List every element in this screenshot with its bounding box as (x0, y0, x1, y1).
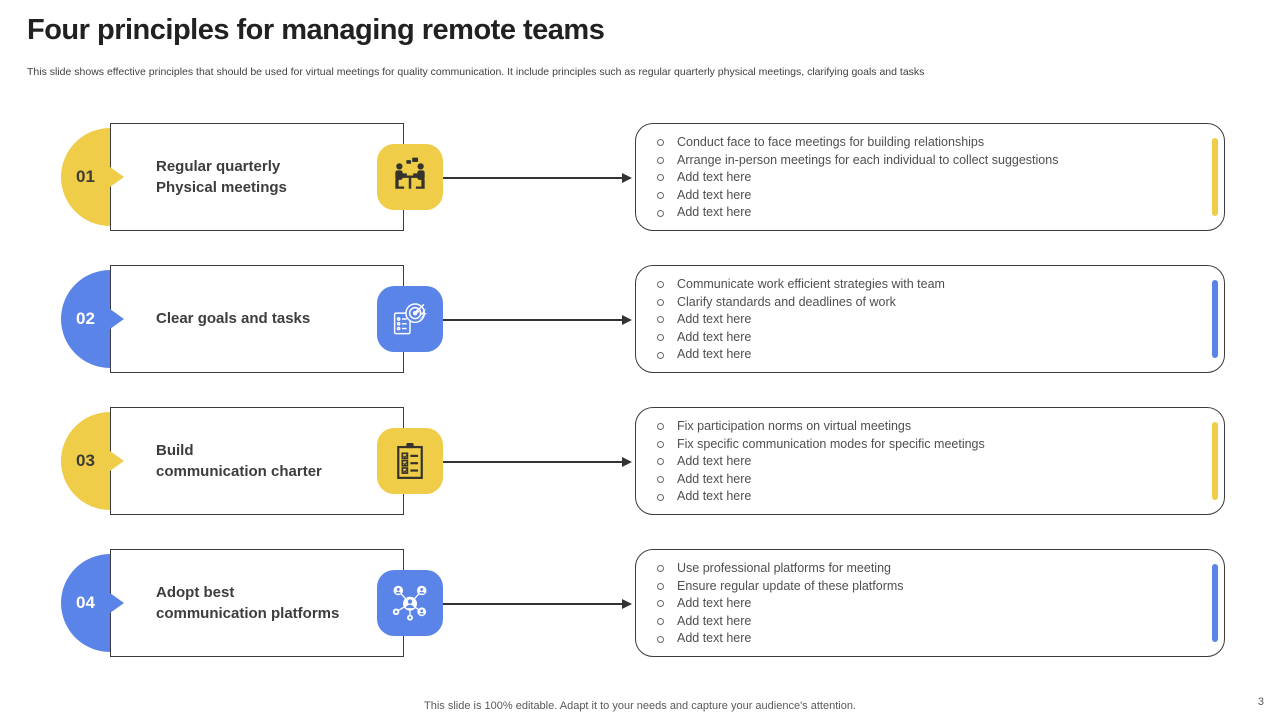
circle-bullet-icon (657, 298, 664, 306)
bullet-item: Add text here (657, 453, 1194, 471)
circle-bullet-icon (657, 635, 664, 643)
bullet-item: Use professional platforms for meeting (657, 560, 1194, 578)
arrow-head-icon (622, 457, 632, 467)
circle-bullet-icon (657, 139, 664, 147)
number-badge-1: 01 (61, 128, 124, 226)
bullet-item: Fix specific communication modes for spe… (657, 436, 1194, 454)
clipboard-checklist-icon (397, 443, 423, 479)
number-badge-3: 03 (61, 412, 124, 510)
network-platforms-icon (392, 585, 427, 621)
bullet-item: Conduct face to face meetings for buildi… (657, 134, 1194, 152)
circle-bullet-icon (657, 476, 664, 484)
accent-bar (1212, 280, 1218, 358)
circle-bullet-icon (657, 316, 664, 324)
title-box-3: Build communication charter (110, 407, 404, 515)
number-label: 02 (76, 309, 95, 328)
bullet-item: Add text here (657, 613, 1194, 631)
icon-box-3 (377, 428, 443, 494)
page-subtitle: This slide shows effective principles th… (27, 66, 925, 78)
circle-bullet-icon (657, 493, 664, 501)
number-label: 04 (76, 593, 95, 612)
bullet-list-box-2: Communicate work efficient strategies wi… (635, 265, 1225, 373)
bullet-list: Conduct face to face meetings for buildi… (636, 124, 1224, 222)
accent-bar (1212, 564, 1218, 642)
icon-box-2 (377, 286, 443, 352)
bullet-list: Communicate work efficient strategies wi… (636, 266, 1224, 364)
footer-note: This slide is 100% editable. Adapt it to… (424, 700, 856, 712)
circle-bullet-icon (657, 334, 664, 342)
bullet-item: Communicate work efficient strategies wi… (657, 276, 1194, 294)
circle-bullet-icon (657, 423, 664, 431)
circle-bullet-icon (657, 600, 664, 608)
bullet-item: Add text here (657, 169, 1194, 187)
bullet-item: Add text here (657, 488, 1194, 506)
title-box-2: Clear goals and tasks (110, 265, 404, 373)
circle-bullet-icon (657, 618, 664, 626)
circle-bullet-icon (657, 281, 664, 289)
number-badge-2: 02 (61, 270, 124, 368)
bullet-list-box-1: Conduct face to face meetings for buildi… (635, 123, 1225, 231)
page-number: 3 (1257, 696, 1264, 708)
bullet-list-box-4: Use professional platforms for meeting E… (635, 549, 1225, 657)
principle-row-2: Clear goals and tasks 02 (0, 265, 1280, 373)
bullet-list-box-3: Fix participation norms on virtual meeti… (635, 407, 1225, 515)
principle-row-3: Build communication charter 03 (0, 407, 1280, 515)
circle-bullet-icon (657, 192, 664, 200)
principle-title: Regular quarterly Physical meetings (156, 157, 287, 197)
arrow-head-icon (622, 599, 632, 609)
connector-arrow (443, 457, 632, 467)
number-label: 03 (76, 451, 95, 470)
bullet-item: Ensure regular update of these platforms (657, 578, 1194, 596)
bullet-item: Arrange in-person meetings for each indi… (657, 152, 1194, 170)
meeting-icon (395, 157, 425, 189)
principle-title: Adopt best communication platforms (156, 583, 340, 623)
number-label: 01 (76, 167, 95, 186)
circle-bullet-icon (657, 582, 664, 590)
connector-arrow (443, 599, 632, 609)
circle-bullet-icon (657, 351, 664, 359)
page-title: Four principles for managing remote team… (27, 14, 605, 46)
icon-box-1 (377, 144, 443, 210)
principle-row-4: Adopt best communication platforms 04 (0, 549, 1280, 657)
title-box-1: Regular quarterly Physical meetings (110, 123, 404, 231)
bullet-item: Add text here (657, 311, 1194, 329)
connector-arrow (443, 173, 632, 183)
title-box-4: Adopt best communication platforms (110, 549, 404, 657)
circle-bullet-icon (657, 440, 664, 448)
circle-bullet-icon (657, 174, 664, 182)
bullet-item: Clarify standards and deadlines of work (657, 294, 1194, 312)
bullet-item: Add text here (657, 630, 1194, 648)
bullet-item: Add text here (657, 346, 1194, 364)
circle-bullet-icon (657, 209, 664, 217)
bullet-item: Add text here (657, 204, 1194, 222)
principle-row-1: Regular quarterly Physical meetings 01 (0, 123, 1280, 231)
arrow-head-icon (622, 173, 632, 183)
bullet-item: Add text here (657, 329, 1194, 347)
bullet-item: Add text here (657, 187, 1194, 205)
bullet-list: Fix participation norms on virtual meeti… (636, 408, 1224, 506)
number-badge-4: 04 (61, 554, 124, 652)
accent-bar (1212, 422, 1218, 500)
icon-box-4 (377, 570, 443, 636)
arrow-head-icon (622, 315, 632, 325)
connector-arrow (443, 315, 632, 325)
principle-title: Build communication charter (156, 441, 322, 481)
bullet-item: Add text here (657, 595, 1194, 613)
bullet-list: Use professional platforms for meeting E… (636, 550, 1224, 648)
accent-bar (1212, 138, 1218, 216)
bullet-item: Add text here (657, 471, 1194, 489)
circle-bullet-icon (657, 565, 664, 573)
goals-target-icon (393, 303, 427, 335)
circle-bullet-icon (657, 458, 664, 466)
principle-title: Clear goals and tasks (156, 310, 311, 328)
circle-bullet-icon (657, 156, 664, 164)
bullet-item: Fix participation norms on virtual meeti… (657, 418, 1194, 436)
